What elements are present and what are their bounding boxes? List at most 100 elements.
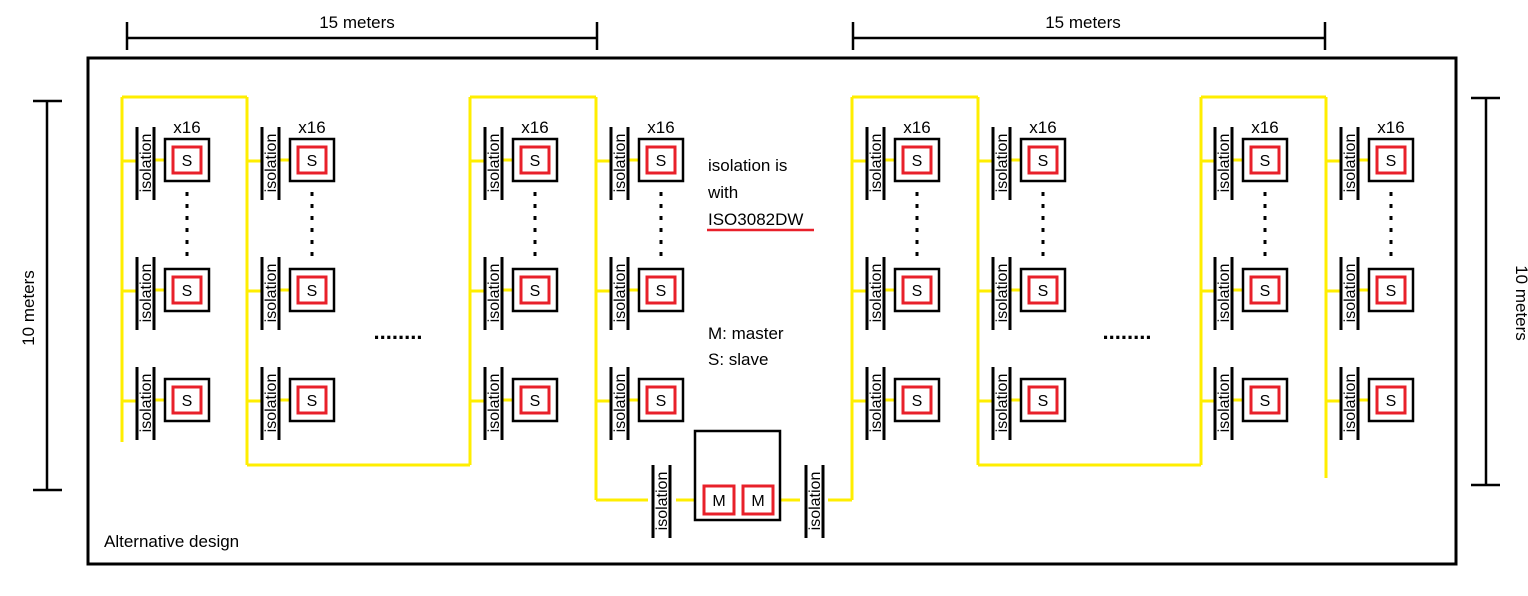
- slave-label: S: [182, 283, 193, 300]
- isolation-unit: isolation: [135, 257, 156, 330]
- isolation-unit: isolation: [865, 127, 886, 200]
- isolation-label: isolation: [994, 374, 1011, 433]
- isolation-unit: isolation: [1213, 127, 1234, 200]
- slave-node: S: [1367, 377, 1415, 423]
- slave-label: S: [530, 283, 541, 300]
- isolation-label: isolation: [654, 472, 671, 531]
- master-node-2: [741, 484, 775, 516]
- isolation-unit: isolation: [483, 257, 504, 330]
- isolation-unit: isolation: [1339, 127, 1360, 200]
- isolation-label: isolation: [868, 264, 885, 323]
- isolation-unit: isolation: [609, 257, 630, 330]
- isolation-unit: isolation: [991, 127, 1012, 200]
- isolation-unit: isolation: [865, 367, 886, 440]
- isolation-unit: isolation: [609, 127, 630, 200]
- slave-node: S: [1367, 137, 1415, 183]
- slave-label: S: [656, 153, 667, 170]
- isolation-unit: isolation: [609, 367, 630, 440]
- isolation-label: isolation: [138, 264, 155, 323]
- note-line-1: isolation is: [708, 156, 787, 175]
- slave-node: S: [893, 137, 941, 183]
- master-box: M M: [693, 429, 782, 522]
- isolation-unit: isolation: [135, 127, 156, 200]
- slave-node: S: [1019, 267, 1067, 313]
- dimension-left-label: 10 meters: [19, 270, 38, 346]
- slave-node: S: [163, 267, 211, 313]
- isolation-label: isolation: [994, 264, 1011, 323]
- isolation-label: isolation: [138, 374, 155, 433]
- isolation-unit: isolation: [1213, 257, 1234, 330]
- dimension-left: 10 meters: [19, 99, 62, 492]
- slave-label: S: [1386, 283, 1397, 300]
- isolation-label: isolation: [263, 134, 280, 193]
- isolation-label: isolation: [263, 374, 280, 433]
- slave-node: S: [637, 377, 685, 423]
- isolation-label: isolation: [868, 134, 885, 193]
- multiplier-label: x16: [1251, 118, 1278, 137]
- dimension-right-label: 10 meters: [1512, 265, 1528, 341]
- slave-label: S: [1038, 393, 1049, 410]
- isolation-unit: isolation: [1213, 367, 1234, 440]
- slave-label: S: [1260, 393, 1271, 410]
- slave-node: S: [288, 377, 336, 423]
- master-node-1: [702, 484, 736, 516]
- slave-label: S: [182, 153, 193, 170]
- slave-label: S: [912, 153, 923, 170]
- isolation-unit: isolation: [1339, 257, 1360, 330]
- isolation-label: isolation: [486, 134, 503, 193]
- isolation-unit: isolation: [1339, 367, 1360, 440]
- slave-node: S: [637, 137, 685, 183]
- slave-node: S: [163, 137, 211, 183]
- isolation-label: isolation: [1342, 264, 1359, 323]
- master-isolation: isolation isolation: [651, 465, 825, 538]
- slave-node: S: [288, 137, 336, 183]
- slave-node: S: [1241, 267, 1289, 313]
- isolation-label: isolation: [263, 264, 280, 323]
- ellipsis-left: ........: [374, 319, 423, 344]
- isolation-label: isolation: [612, 374, 629, 433]
- isolation-master-right: isolation: [804, 465, 825, 538]
- isolation-label: isolation: [1216, 134, 1233, 193]
- isolation-label: isolation: [486, 264, 503, 323]
- dimension-top-right: 15 meters: [851, 13, 1327, 50]
- slave-node: S: [1019, 137, 1067, 183]
- slave-label: S: [530, 153, 541, 170]
- isolation-label: isolation: [807, 472, 824, 531]
- legend-slave: S: slave: [708, 350, 768, 369]
- slave-label: S: [1386, 153, 1397, 170]
- slave-node: S: [893, 377, 941, 423]
- isolation-label: isolation: [1216, 374, 1233, 433]
- slave-node: S: [1019, 377, 1067, 423]
- slave-label: S: [530, 393, 541, 410]
- isolation-unit: isolation: [483, 127, 504, 200]
- isolation-label: isolation: [868, 374, 885, 433]
- slave-node: S: [637, 267, 685, 313]
- slave-label: S: [1260, 283, 1271, 300]
- multiplier-label: x16: [521, 118, 548, 137]
- isolation-label: isolation: [994, 134, 1011, 193]
- slave-label: S: [1386, 393, 1397, 410]
- caption: Alternative design: [104, 532, 239, 551]
- isolation-unit: isolation: [865, 257, 886, 330]
- outer-frame: [86, 56, 1458, 566]
- master-node-2-label: M: [751, 493, 764, 510]
- slave-label: S: [307, 283, 318, 300]
- slave-node: S: [1241, 137, 1289, 183]
- multiplier-label: x16: [1029, 118, 1056, 137]
- legend-master: M: master: [708, 324, 784, 343]
- slave-node: S: [511, 377, 559, 423]
- slave-label: S: [307, 393, 318, 410]
- dimension-right: 10 meters: [1471, 96, 1528, 487]
- dimension-top-left-label: 15 meters: [319, 13, 395, 32]
- slave-label: S: [1260, 153, 1271, 170]
- multiplier-label: x16: [903, 118, 930, 137]
- isolation-label: isolation: [486, 374, 503, 433]
